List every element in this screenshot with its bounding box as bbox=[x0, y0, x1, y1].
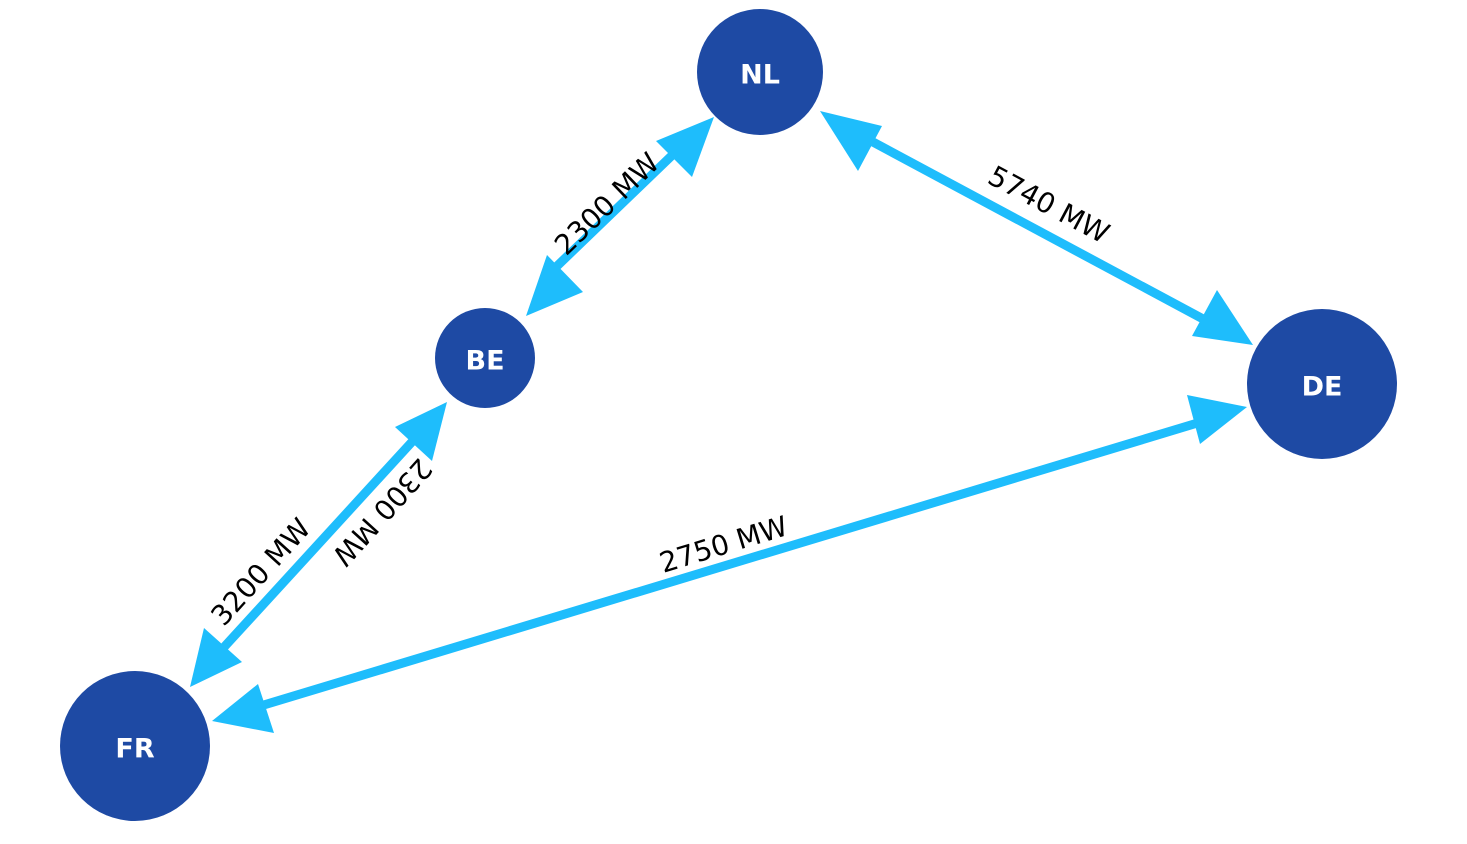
arrow-head-to-fr bbox=[212, 684, 274, 733]
node-circle bbox=[435, 308, 535, 408]
arrow-head-to-be bbox=[526, 255, 583, 316]
edge-label-be-fr: 3200 MW bbox=[204, 512, 317, 632]
arrow-head-to-be bbox=[395, 402, 447, 461]
node-label: NL bbox=[740, 60, 780, 91]
node-circle bbox=[60, 671, 210, 821]
node-circle bbox=[1247, 309, 1397, 459]
arrow-head-to-de bbox=[1187, 395, 1247, 444]
edge-be-fr: 2300 MW 3200 MW bbox=[190, 402, 447, 687]
edge-be-nl: 2300 MW bbox=[526, 117, 714, 316]
arrow-head-to-de bbox=[1192, 290, 1253, 345]
arrow-head-to-nl bbox=[820, 111, 882, 171]
node-label: FR bbox=[115, 734, 154, 765]
edge-nl-de: 5740 MW bbox=[820, 111, 1253, 345]
edge-label-be-nl: 2300 MW bbox=[548, 146, 666, 261]
node-fr: FR bbox=[60, 671, 210, 821]
edge-line bbox=[242, 413, 1216, 716]
edge-fr-de: 2750 MW bbox=[212, 395, 1247, 733]
arrow-head-to-fr bbox=[190, 628, 242, 687]
edge-line bbox=[211, 428, 425, 661]
node-circle bbox=[697, 9, 823, 135]
node-label: DE bbox=[1302, 372, 1343, 403]
node-label: BE bbox=[465, 346, 504, 377]
edge-line bbox=[551, 136, 692, 272]
node-be: BE bbox=[435, 308, 535, 408]
node-nl: NL bbox=[697, 9, 823, 135]
edge-line bbox=[842, 123, 1221, 331]
arrow-head-to-nl bbox=[656, 117, 714, 177]
node-de: DE bbox=[1247, 309, 1397, 459]
